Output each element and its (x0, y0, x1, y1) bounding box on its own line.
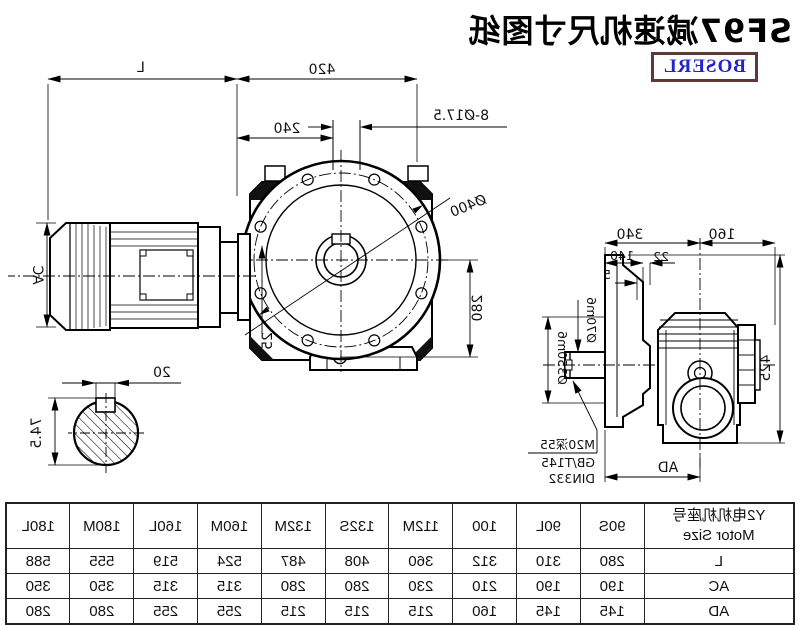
motor (8, 222, 255, 331)
dim-140-label: 140 (610, 248, 634, 263)
dim-22-label: 22 (653, 249, 669, 264)
table-col-header: 160L (133, 503, 198, 549)
table-cell: 215 (261, 598, 326, 624)
technical-drawing: L 420 240 8-Ø17.5 Ø400 280 25 AC 20 74.5… (8, 60, 785, 486)
front-view (8, 75, 507, 372)
table-col-header: 160M (197, 503, 262, 549)
dim-AC-label: AC (29, 265, 45, 284)
side-view (528, 238, 785, 482)
table-cell: 487 (261, 548, 326, 574)
table-cell: 215 (388, 598, 453, 624)
table-cell: 145 (580, 598, 645, 624)
table-cell: 360 (388, 548, 453, 574)
table-cell: 555 (69, 548, 134, 574)
dim-340-label: 340 (617, 227, 644, 243)
dim-280-label: 280 (470, 295, 486, 322)
dim-160-label: 160 (709, 227, 736, 243)
table-col-header: 90L (516, 503, 581, 549)
tap-note-line1: M20深55 (540, 437, 595, 452)
table-cell: 280 (580, 548, 645, 574)
table-cell: 350 (69, 573, 134, 599)
table-cell: 145 (516, 598, 581, 624)
table-col-header: 112M (388, 503, 453, 549)
table-row-label: L (644, 548, 794, 574)
table-col-header: 100 (452, 503, 517, 549)
tap-note-line2: GB/T145 (541, 455, 595, 470)
table-cell: 588 (6, 548, 70, 574)
key-width-label: 20 (153, 365, 171, 381)
spigot-dia-label: Ø350m6 (555, 331, 570, 385)
table-cell: 350 (6, 573, 70, 599)
dim-25-label: 25 (260, 332, 276, 350)
table-cell: 190 (580, 573, 645, 599)
tap-note-line3: DIN332 (548, 471, 595, 486)
table-cell: 255 (197, 598, 262, 624)
table-cell: 315 (197, 573, 262, 599)
table-cell: 190 (516, 573, 581, 599)
shaft-height-label: 74.5 (29, 417, 45, 448)
flange-dia-label: Ø400 (448, 192, 489, 221)
table-cell: 255 (133, 598, 198, 624)
dim-AD-label: AD (658, 460, 678, 476)
dim-240-label: 240 (274, 121, 301, 137)
table-cell: 310 (516, 548, 581, 574)
dim-5-label: 5 (603, 267, 611, 282)
dim-425-label: 425 (758, 355, 774, 382)
table-cell: 280 (69, 598, 134, 624)
table-cell: 315 (133, 573, 198, 599)
table-cell: 160 (452, 598, 517, 624)
table-col-header: 180L (6, 503, 70, 549)
table-col-header: 132S (325, 503, 389, 549)
table-row-label: AC (644, 573, 794, 599)
table-cell: 230 (388, 573, 453, 599)
bolt-holes (254, 173, 428, 347)
table-col-header: 180M (69, 503, 134, 549)
dim-420-label: 420 (309, 62, 336, 78)
bolt-holes-label: 8-Ø17.5 (433, 108, 489, 124)
dim-L-label: L (137, 60, 145, 76)
shaft-dia-label: Ø70m6 (584, 297, 599, 343)
table-cell: 519 (133, 548, 198, 574)
table-row-label: AD (644, 598, 794, 624)
table-cell: 215 (325, 598, 389, 624)
table-cell: 524 (197, 548, 262, 574)
table-cell: 408 (325, 548, 389, 574)
table-cell: 280 (325, 573, 389, 599)
table-col-header: 90S (580, 503, 645, 549)
table-cell: 312 (452, 548, 517, 574)
table-cell: 280 (261, 573, 326, 599)
table-cell: 280 (6, 598, 70, 624)
shaft-section (48, 379, 181, 473)
table-col-header: 132M (261, 503, 326, 549)
table-cell: 210 (452, 573, 517, 599)
